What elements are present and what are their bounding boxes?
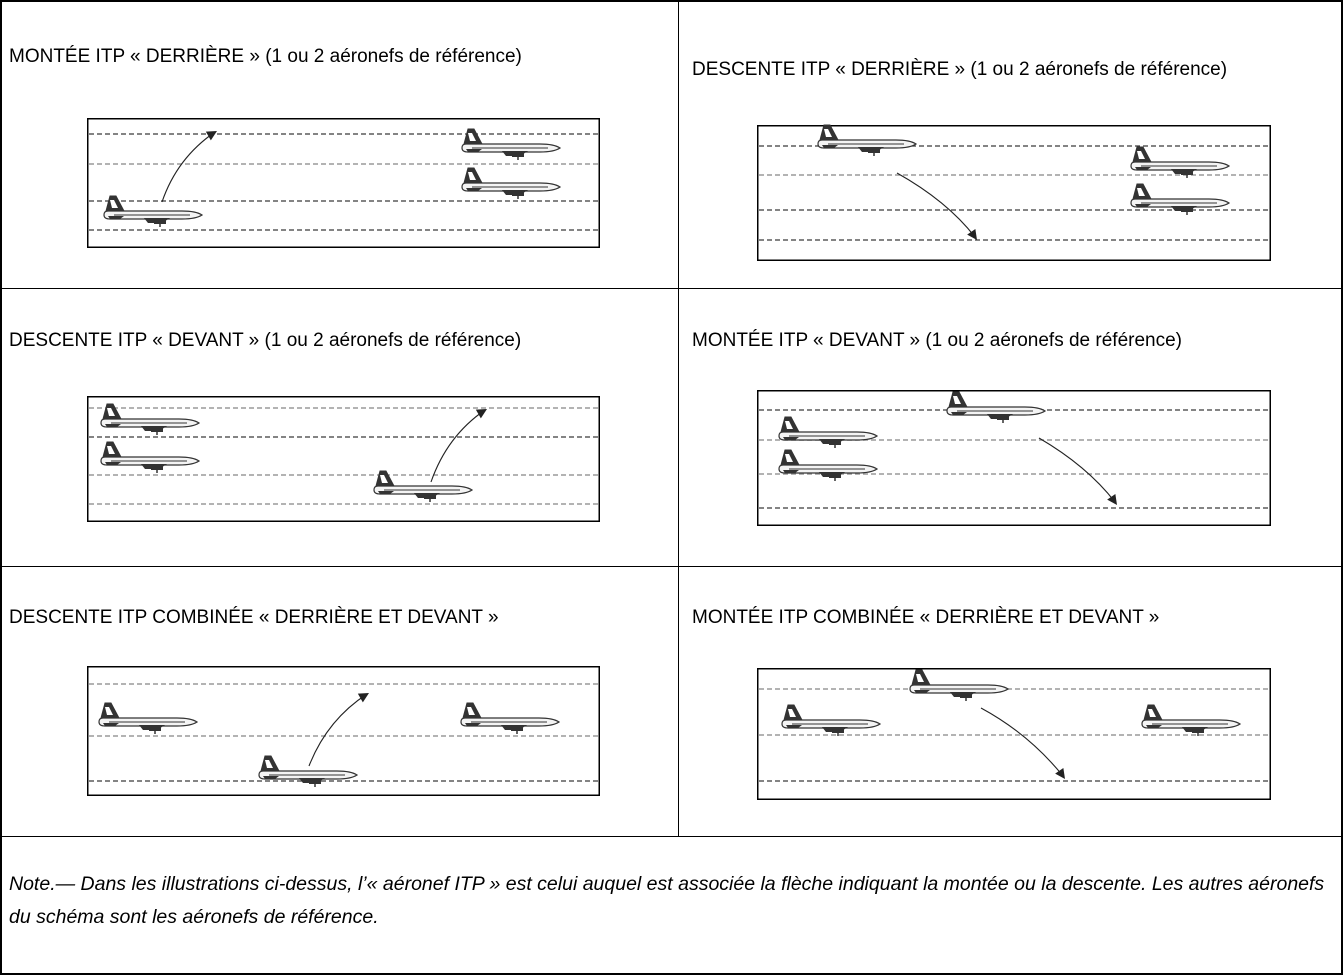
aircraft-icon: [778, 449, 879, 481]
row-divider-2: [0, 566, 1343, 567]
arrowhead-icon: [1107, 493, 1117, 505]
aircraft-icon: [461, 128, 562, 160]
aircraft-icon: [946, 391, 1047, 423]
diagram-climb-ahead: [757, 390, 1271, 526]
arrowhead-icon: [475, 409, 487, 419]
trajectory-arrow: [308, 693, 368, 767]
row-divider-1: [0, 288, 1343, 289]
diagram-combined-descent: [87, 666, 600, 796]
diagram-descent-ahead: [87, 396, 600, 522]
aircraft-icon: [100, 403, 201, 435]
arrowhead-icon: [205, 131, 217, 141]
aircraft-icon: [781, 704, 882, 736]
diagram-descent-behind: [757, 124, 1271, 261]
trajectory-arrow: [980, 707, 1064, 777]
arrowhead-icon: [1055, 767, 1065, 779]
cell-title-climb-ahead: MONTÉE ITP « DEVANT » (1 ou 2 aéronefs d…: [692, 330, 1182, 351]
aircraft-icon: [100, 441, 201, 473]
arrowhead-icon: [357, 693, 369, 703]
trajectory-arrow: [1038, 437, 1116, 503]
aircraft-icon: [778, 416, 879, 448]
aircraft-icon: [1130, 183, 1231, 215]
cell-title-combined-climb: MONTÉE ITP COMBINÉE « DERRIÈRE ET DEVANT…: [692, 607, 1160, 628]
trajectory-arrow: [896, 172, 976, 238]
cell-title-combined-descent: DESCENTE ITP COMBINÉE « DERRIÈRE ET DEVA…: [9, 607, 499, 628]
diagram-frame: [757, 668, 1271, 800]
figure-note: Note.— Dans les illustrations ci-dessus,…: [9, 873, 1325, 928]
cell-title-descent-behind: DESCENTE ITP « DERRIÈRE » (1 ou 2 aérone…: [692, 59, 1228, 80]
trajectory-arrow: [430, 409, 486, 483]
aircraft-icon: [1141, 704, 1242, 736]
aircraft-icon: [258, 755, 359, 787]
aircraft-icon: [817, 124, 918, 156]
aircraft-icon: [909, 669, 1010, 701]
aircraft-icon: [103, 195, 204, 227]
aircraft-icon: [98, 702, 199, 734]
diagram-combined-climb: [757, 668, 1271, 800]
diagram-climb-behind: [87, 118, 600, 248]
column-divider: [678, 0, 679, 836]
row-divider-3: [0, 836, 1343, 837]
cell-title-descent-ahead: DESCENTE ITP « DEVANT » (1 ou 2 aéronefs…: [9, 330, 522, 351]
cell-title-climb-behind: MONTÉE ITP « DERRIÈRE » (1 ou 2 aéronefs…: [9, 46, 522, 67]
aircraft-icon: [1130, 146, 1231, 178]
trajectory-arrow: [161, 131, 216, 203]
arrowhead-icon: [967, 228, 977, 240]
aircraft-icon: [373, 470, 474, 502]
aircraft-icon: [460, 702, 561, 734]
aircraft-icon: [461, 167, 562, 199]
